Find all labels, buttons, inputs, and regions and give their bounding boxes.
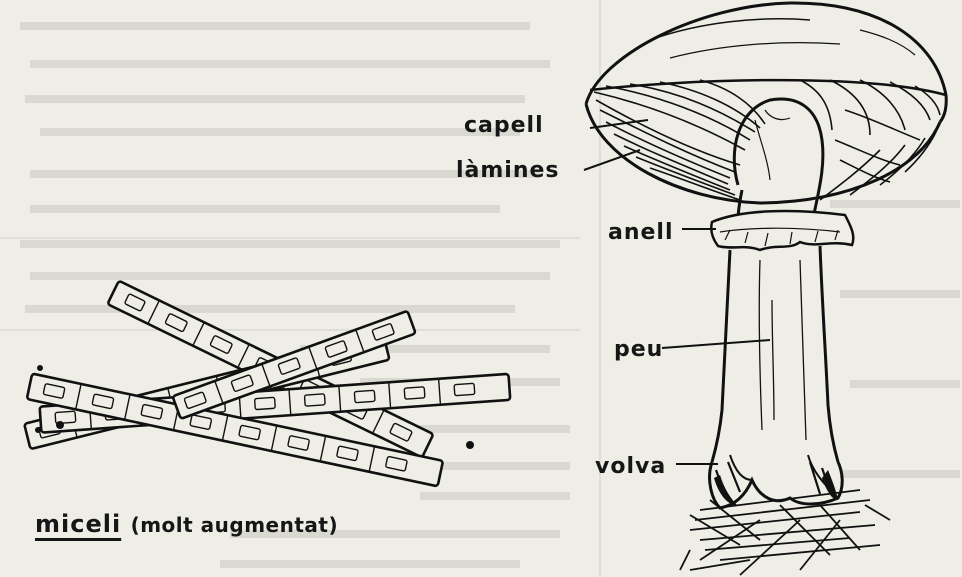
lamines-leader [584, 150, 640, 170]
label-lamines: làmines [456, 158, 560, 183]
magnified-hyphae [24, 281, 510, 487]
label-volva: volva [595, 454, 666, 479]
leader-lines [584, 120, 770, 464]
label-miceli: miceli (molt augmentat) [35, 510, 338, 538]
miceli-note: (molt augmentat) [131, 513, 339, 537]
mushroom-stem [711, 99, 853, 462]
miceli-title: miceli [35, 510, 121, 538]
label-peu: peu [614, 337, 663, 362]
mushroom-gills [594, 80, 940, 200]
label-capell: capell [464, 113, 544, 138]
peu-leader [662, 340, 770, 348]
base-mycelium [680, 490, 890, 575]
label-anell: anell [608, 220, 674, 245]
